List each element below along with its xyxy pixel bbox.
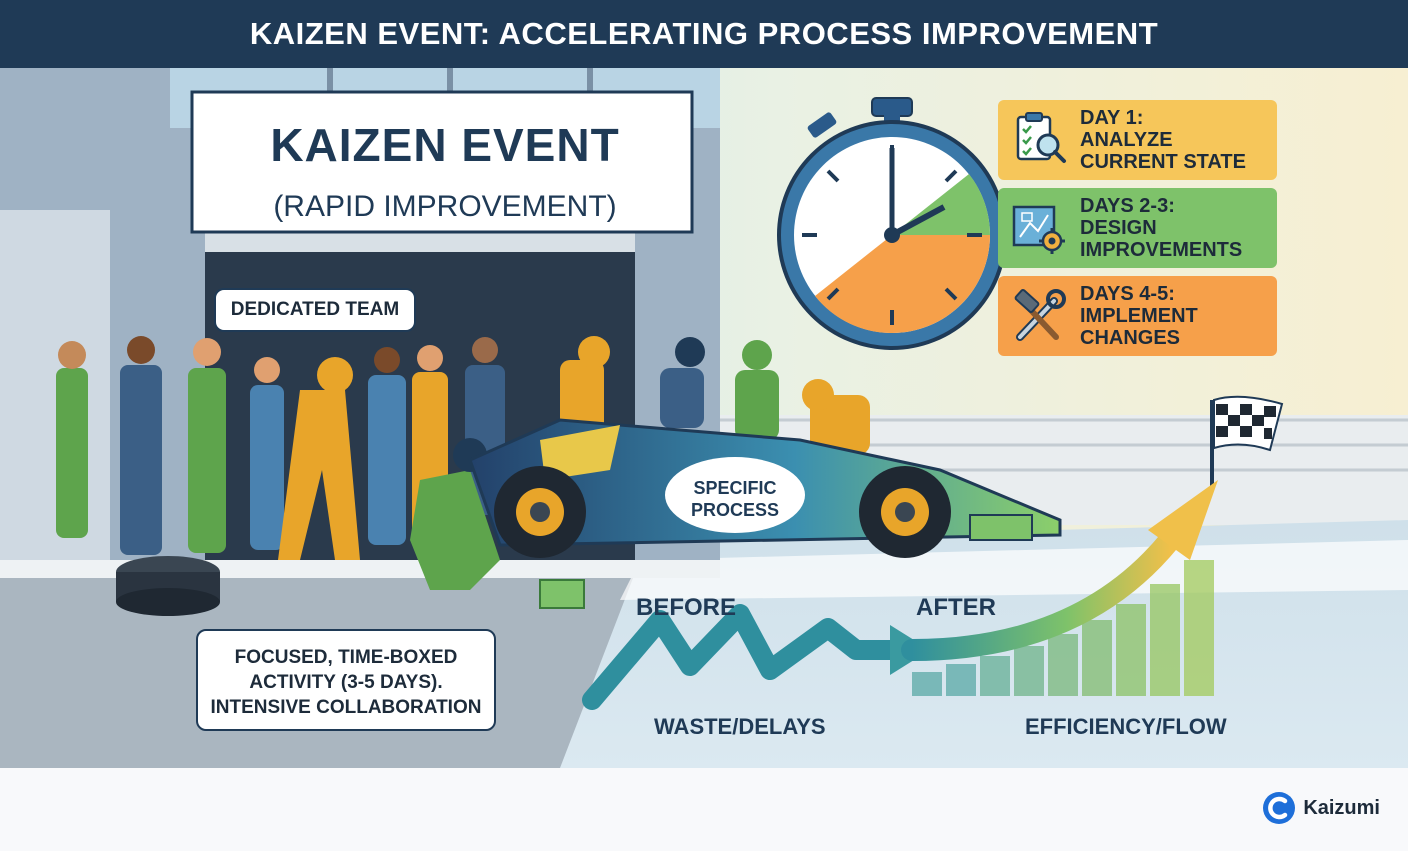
- step-days-2-3-label: DAYS 2-3: DESIGN IMPROVEMENTS: [1080, 195, 1243, 261]
- focus-line-1: FOCUSED, TIME-BOXED: [234, 647, 458, 668]
- brand-logo: Kaizumi: [1261, 790, 1380, 826]
- blueprint-gear-icon: [998, 188, 1080, 268]
- efficiency-flow-label: EFFICIENCY/FLOW: [1025, 714, 1227, 739]
- footer: [0, 768, 1408, 851]
- wrench-hammer-icon: [998, 276, 1080, 356]
- kaizumi-logo-icon: [1263, 792, 1296, 824]
- brand-name: Kaizumi: [1303, 796, 1380, 819]
- step-days-4-5-label: DAYS 4-5: IMPLEMENT CHANGES: [1080, 283, 1198, 349]
- focus-line-2: ACTIVITY (3-5 DAYS).: [249, 672, 443, 693]
- specific-process-label: SPECIFIC PROCESS: [690, 478, 780, 520]
- waste-delays-label: WASTE/DELAYS: [654, 714, 826, 739]
- dedicated-team-callout: DEDICATED TEAM: [214, 288, 416, 332]
- focus-callout: FOCUSED, TIME-BOXED ACTIVITY (3-5 DAYS).…: [196, 629, 496, 731]
- checkered-flag: [1210, 395, 1284, 490]
- efficiency-bars: [912, 560, 1214, 696]
- stopwatch: [777, 97, 1007, 350]
- race-car: [468, 418, 1062, 558]
- tire-stack: [116, 556, 585, 616]
- step-day-1: DAY 1: ANALYZE CURRENT STATE: [998, 100, 1277, 180]
- before-after-arrow: [582, 480, 1218, 710]
- before-label: BEFORE: [636, 594, 737, 621]
- focus-line-3: INTENSIVE COLLABORATION: [210, 697, 482, 718]
- banner-subtitle: (RAPID IMPROVEMENT): [273, 190, 617, 223]
- step-day-1-label: DAY 1: ANALYZE CURRENT STATE: [1080, 107, 1246, 173]
- after-label: AFTER: [916, 594, 996, 621]
- clipboard-magnifier-icon: [998, 100, 1080, 180]
- step-days-2-3: DAYS 2-3: DESIGN IMPROVEMENTS: [998, 188, 1277, 268]
- banner-title: KAIZEN EVENT: [270, 119, 620, 171]
- step-days-4-5: DAYS 4-5: IMPLEMENT CHANGES: [998, 276, 1277, 356]
- page-title: KAIZEN EVENT: ACCELERATING PROCESS IMPRO…: [0, 0, 1408, 68]
